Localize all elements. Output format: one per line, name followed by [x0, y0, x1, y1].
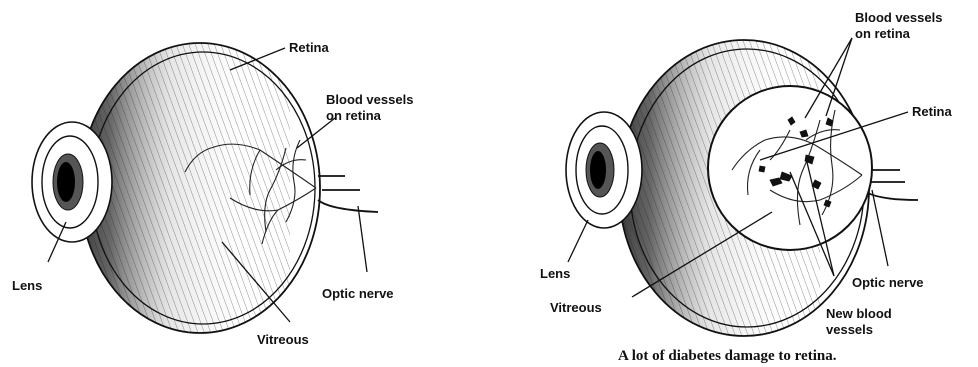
label-optic-nerve-right: Optic nerve [852, 275, 924, 290]
label-on-retina-right: on retina [855, 26, 911, 41]
label-lens-right: Lens [540, 266, 570, 281]
label-lens: Lens [12, 278, 42, 293]
label-blood-vessels-right: Blood vessels [855, 10, 942, 25]
label-retina-right: Retina [912, 104, 953, 119]
label-blood-vessels: Blood vessels [326, 92, 413, 107]
left-pupil [57, 162, 75, 202]
right-eye: Blood vessels on retina Retina Lens Vitr… [540, 10, 953, 364]
label-on-retina: on retina [326, 108, 382, 123]
label-vitreous: Vitreous [257, 332, 309, 347]
right-pupil [590, 151, 606, 189]
label-retina: Retina [289, 40, 330, 55]
label-optic-nerve: Optic nerve [322, 286, 394, 301]
label-new-blood: New blood [826, 306, 892, 321]
label-vessels: vessels [826, 322, 873, 337]
label-vitreous-right: Vitreous [550, 300, 602, 315]
left-eye: Retina Blood vessels on retina Lens Opti… [12, 30, 413, 350]
magnified-retina-circle [708, 86, 872, 250]
left-optic-nerve [318, 176, 378, 212]
caption: A lot of diabetes damage to retina. [618, 348, 837, 364]
